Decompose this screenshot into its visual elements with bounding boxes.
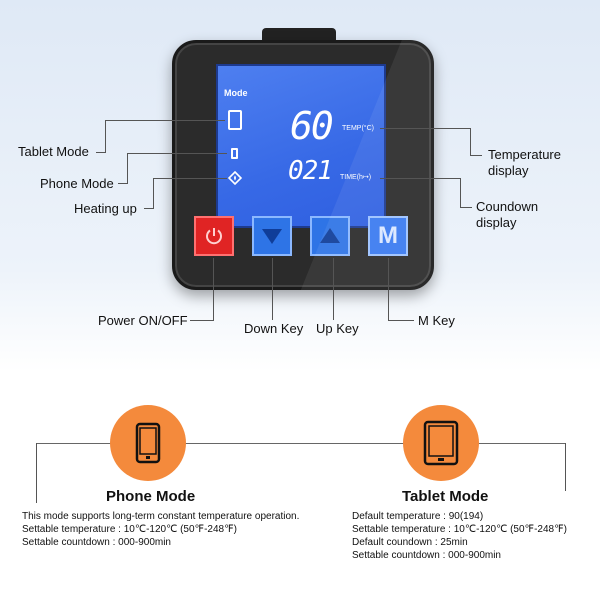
callout-line <box>144 208 154 209</box>
m-button[interactable]: M <box>368 216 408 256</box>
callout-line <box>460 207 472 208</box>
callout-line <box>470 155 482 156</box>
tablet-mode-callout: Tablet Mode <box>18 144 89 159</box>
tablet-mode-description-line: Settable temperature : 10℃-120℃ (50℉-248… <box>352 524 567 535</box>
lcd-tablet-icon <box>228 110 242 130</box>
power-icon <box>206 228 222 245</box>
tablet-icon <box>423 420 459 466</box>
tablet-mode-badge <box>403 405 479 481</box>
tablet-mode-description-line: Default temperature : 90(194) <box>352 511 484 522</box>
callout-line <box>213 258 214 321</box>
callout-line <box>153 178 154 209</box>
phone-mode-title: Phone Mode <box>106 488 196 505</box>
callout-line <box>333 258 334 320</box>
callout-line <box>105 120 106 153</box>
countdown-display-callout-line2: display <box>476 215 517 230</box>
lcd-phone-icon <box>231 148 238 159</box>
down-arrow-icon <box>262 229 282 244</box>
up-arrow-icon <box>320 228 340 243</box>
lcd-screen <box>216 64 386 228</box>
lcd-countdown-value: 021 <box>288 156 333 186</box>
callout-line <box>272 258 273 320</box>
callout-line <box>388 258 389 321</box>
callout-line <box>470 128 471 156</box>
callout-line <box>460 178 461 208</box>
phone-icon <box>135 422 161 464</box>
lcd-heating-icon <box>228 171 242 185</box>
countdown-display-callout-line1: Coundown <box>476 199 539 214</box>
phone-mode-description-line: Settable countdown : 000-900min <box>22 537 171 548</box>
callout-line <box>118 183 128 184</box>
callout-line <box>380 128 470 129</box>
callout-line <box>105 120 225 121</box>
up-button[interactable] <box>310 216 350 256</box>
phone-mode-callout: Phone Mode <box>40 176 114 191</box>
callout-line <box>127 153 227 154</box>
tablet-mode-description-line: Default coundown : 25min <box>352 537 468 548</box>
temperature-display-callout-line1: Temperature <box>488 147 561 162</box>
power-callout: Power ON/OFF <box>98 313 188 328</box>
m-key-callout: M Key <box>418 313 455 328</box>
down-key-callout: Down Key <box>244 321 304 336</box>
callout-line <box>153 178 227 179</box>
phone-mode-description-line: Settable temperature : 10℃-120℃ (50℉-248… <box>22 524 237 535</box>
heating-up-callout: Heating up <box>74 201 137 216</box>
phone-mode-description-line: This mode supports long-term constant te… <box>22 511 300 522</box>
callout-line <box>380 178 460 179</box>
down-button[interactable] <box>252 216 292 256</box>
lcd-temperature-value: 60 <box>290 104 334 148</box>
lcd-countdown-unit: TIME(h↦) <box>340 174 372 181</box>
power-button[interactable] <box>194 216 234 256</box>
bracket-line-left <box>36 443 37 503</box>
bottom-divider-line <box>36 443 566 444</box>
callout-line <box>388 320 414 321</box>
lcd-temperature-unit: TEMP(°C) <box>342 125 374 132</box>
tablet-mode-title: Tablet Mode <box>402 488 489 505</box>
bracket-line-right <box>565 443 566 491</box>
lcd-mode-label: Mode <box>224 88 248 98</box>
callout-line <box>96 152 106 153</box>
callout-line <box>190 320 214 321</box>
tablet-mode-description-line: Settable countdown : 000-900min <box>352 550 501 561</box>
callout-line <box>127 153 128 184</box>
temperature-display-callout-line2: display <box>488 163 529 178</box>
up-key-callout: Up Key <box>316 321 359 336</box>
phone-mode-badge <box>110 405 186 481</box>
